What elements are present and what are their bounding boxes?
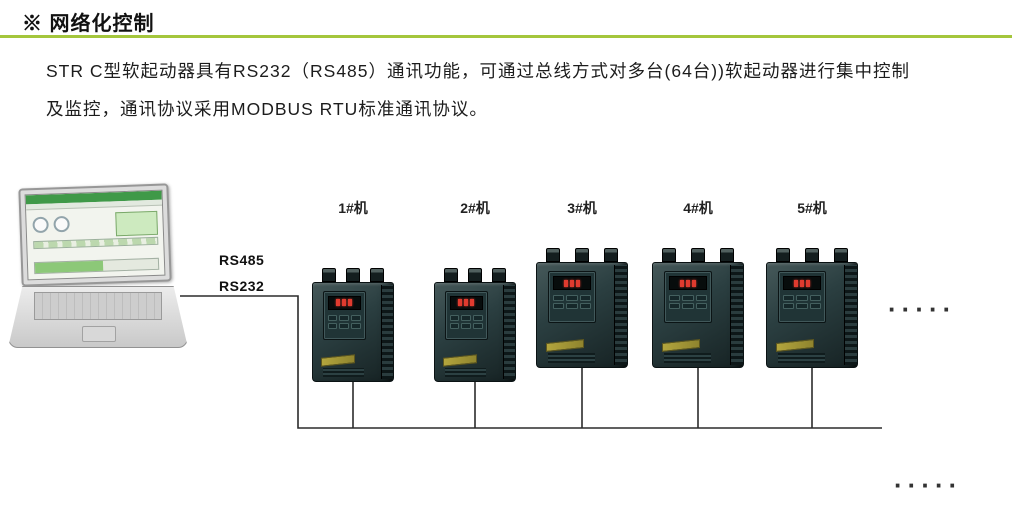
terminal-post [575,248,589,262]
monitor-progress-bar [33,257,160,275]
monitor-status-panel [115,210,159,237]
device-control-panel [322,290,366,340]
terminal-post [662,248,676,262]
device-control-panel [547,271,597,324]
soft-starter-3 [536,248,628,368]
device-body [434,282,516,382]
terminal-post [546,248,560,262]
device-vents [777,353,825,363]
monitoring-laptop [8,183,188,348]
laptop-touchpad [81,326,116,342]
terminal-post [805,248,819,262]
terminal-post [346,268,360,282]
terminal-post [370,268,384,282]
device-brand-stripe [546,339,584,353]
soft-starter-2 [434,268,516,382]
device-led-display [449,295,483,310]
title-underline [0,35,1012,38]
device-keypad [449,314,483,329]
device-body [652,262,744,368]
device-heatsink [613,265,627,365]
laptop-screen [18,183,172,287]
device-keypad [782,295,822,310]
monitor-gauge-icon [53,215,70,233]
device-led-display [327,295,361,310]
intro-line-2: 及监控，通讯协议采用MODBUS RTU标准通讯协议。 [46,99,488,119]
soft-starter-5 [766,248,858,368]
rs485-label: RS485 [219,252,265,268]
laptop-display [24,189,166,281]
device-label-3: 3#机 [567,200,597,216]
device-keypad [327,314,361,329]
rs232-label: RS232 [219,278,265,294]
terminal-post [720,248,734,262]
terminal-post [691,248,705,262]
terminal-post [444,268,458,282]
device-control-panel [444,290,488,340]
device-heatsink [503,284,515,380]
terminal-post [322,268,336,282]
device-brand-stripe [321,354,355,368]
device-brand-stripe [776,339,814,353]
device-vents [444,368,487,378]
terminal-post [468,268,482,282]
device-brand-stripe [662,339,700,353]
soft-starter-1 [312,268,394,382]
device-label-1: 1#机 [338,200,368,216]
more-devices-ellipsis: ····· [888,294,957,324]
device-terminals [766,248,858,262]
device-heatsink [381,284,393,380]
device-keypad [552,295,592,310]
soft-starter-4 [652,248,744,368]
terminal-post [492,268,506,282]
device-control-panel [663,271,713,324]
device-label-5: 5#机 [797,200,827,216]
device-brand-stripe [443,354,477,368]
device-terminals [434,268,516,282]
terminal-post [834,248,848,262]
device-terminals [536,248,628,262]
monitor-gauge-icon [32,216,49,234]
device-terminals [312,268,394,282]
device-keypad [668,295,708,310]
laptop-base [8,286,188,348]
device-heatsink [729,265,743,365]
device-body [536,262,628,368]
device-vents [547,353,595,363]
device-terminals [652,248,744,262]
intro-line-1: STR C型软起动器具有RS232（RS485）通讯功能，可通过总线方式对多台(… [46,61,910,81]
device-body [312,282,394,382]
intro-paragraph: STR C型软起动器具有RS232（RS485）通讯功能，可通过总线方式对多台(… [46,52,996,128]
laptop-keyboard [33,292,163,320]
device-led-display [552,276,592,291]
device-led-display [782,276,822,291]
device-heatsink [843,265,857,365]
terminal-post [604,248,618,262]
terminal-post [776,248,790,262]
device-led-display [668,276,708,291]
device-vents [663,353,711,363]
device-control-panel [777,271,827,324]
page-title: ※ 网络化控制 [22,13,155,35]
device-vents [322,368,365,378]
bus-continuation-ellipsis: ····· [894,470,963,500]
monitor-data-strip [33,236,159,250]
device-label-4: 4#机 [683,200,713,216]
device-label-2: 2#机 [460,200,490,216]
device-body [766,262,858,368]
